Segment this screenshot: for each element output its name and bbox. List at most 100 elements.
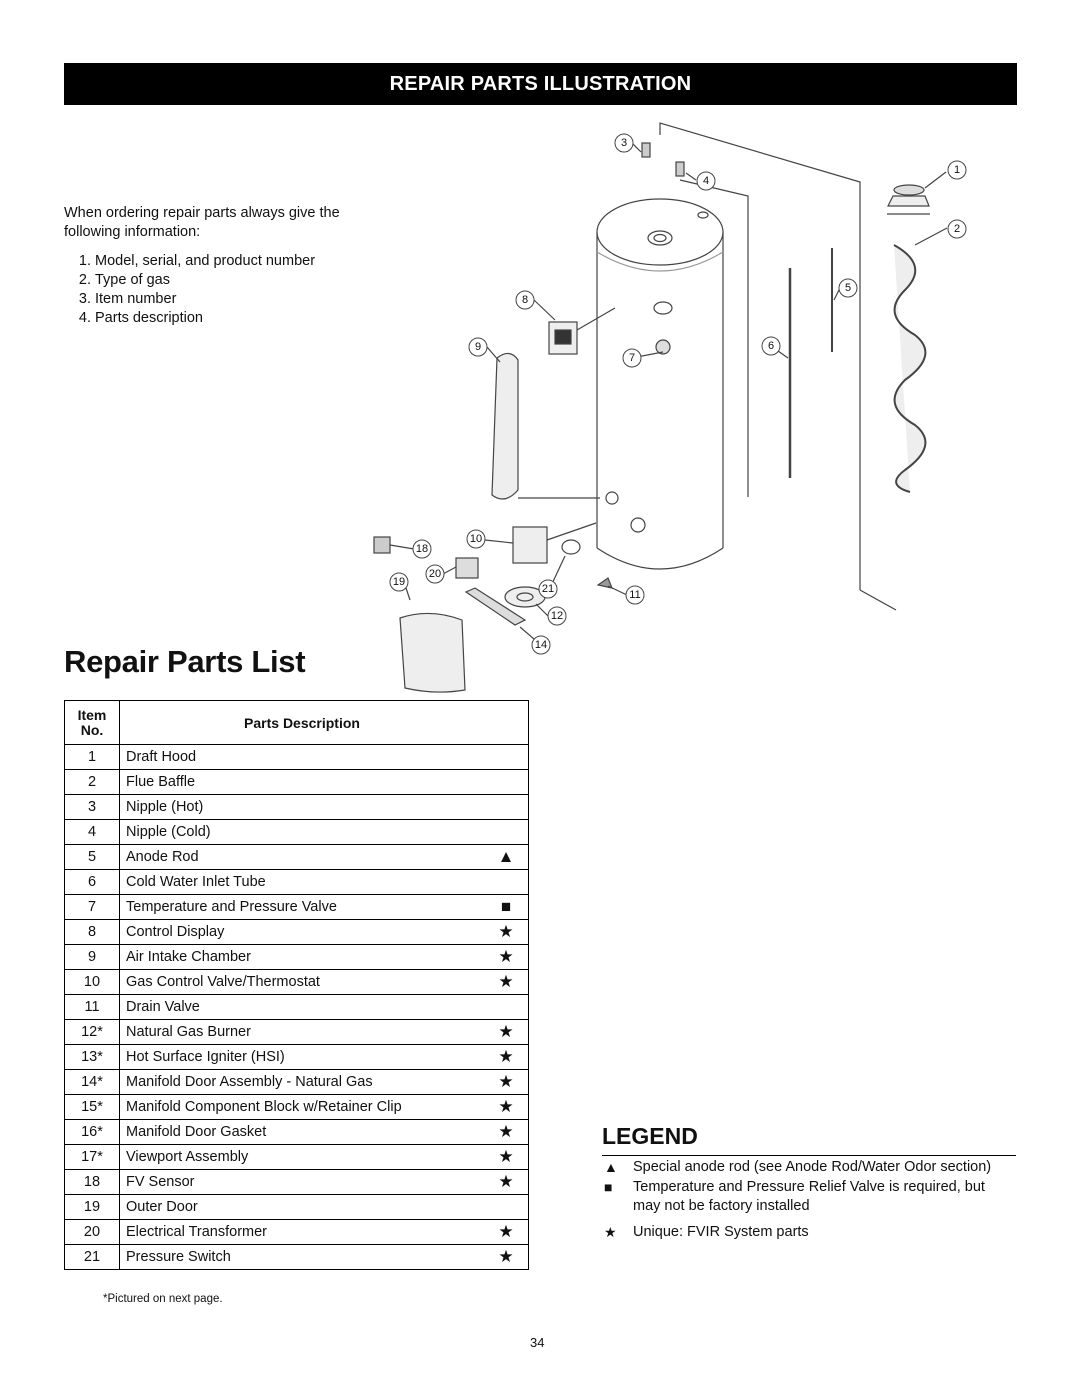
legend-entry: ■ Temperature and Pressure Relief Valve … <box>602 1178 1016 1216</box>
info-item: Type of gas <box>95 271 354 290</box>
item-number: 12* <box>64 1019 120 1045</box>
callout-5 <box>838 278 858 298</box>
item-number: 1 <box>64 744 120 770</box>
table-row: 14*Manifold Door Assembly - Natural Gas★ <box>64 1069 529 1095</box>
part-symbol: ★ <box>484 1094 529 1120</box>
callout-label: 14 <box>535 639 547 651</box>
part-symbol: ★ <box>484 1219 529 1245</box>
part-description: Manifold Door Gasket <box>119 1119 484 1145</box>
part-symbol <box>484 819 529 845</box>
ordering-instructions: When ordering repair parts always give t… <box>64 204 354 328</box>
part-symbol: ★ <box>484 1069 529 1095</box>
legend-text: Unique: FVIR System parts <box>633 1224 809 1240</box>
part-description: Hot Surface Igniter (HSI) <box>119 1044 484 1070</box>
table-row: 15*Manifold Component Block w/Retainer C… <box>64 1094 529 1120</box>
part-symbol <box>484 1194 529 1220</box>
table-row: 12*Natural Gas Burner★ <box>64 1019 529 1045</box>
callout-label: 9 <box>475 341 481 353</box>
part-description: FV Sensor <box>119 1169 484 1195</box>
footnote: *Pictured on next page. <box>103 1293 223 1305</box>
callout-14 <box>531 635 551 655</box>
item-number: 20 <box>64 1219 120 1245</box>
part-description: Anode Rod <box>119 844 484 870</box>
callout-6 <box>761 336 781 356</box>
callout-11 <box>625 585 645 605</box>
callout-label: 21 <box>542 583 554 595</box>
part-symbol <box>484 869 529 895</box>
part-symbol: ★ <box>484 919 529 945</box>
bracket-line-outer <box>659 122 861 590</box>
item-number: 3 <box>64 794 120 820</box>
callout-1 <box>947 160 967 180</box>
part-symbol: ★ <box>484 1044 529 1070</box>
part-symbol: ★ <box>484 1169 529 1195</box>
item-number: 21 <box>64 1244 120 1270</box>
item-number: 10 <box>64 969 120 995</box>
callout-3 <box>614 133 634 153</box>
square-icon: ■ <box>604 1179 613 1195</box>
callout-18 <box>412 539 432 559</box>
legend-text: Special anode rod (see Anode Rod/Water O… <box>633 1159 992 1175</box>
item-number: 15* <box>64 1094 120 1120</box>
part-symbol: ★ <box>484 1144 529 1170</box>
info-item: Model, serial, and product number <box>95 252 354 271</box>
item-number: 5 <box>64 844 120 870</box>
legend: ▲ Special anode rod (see Anode Rod/Water… <box>602 1158 1016 1243</box>
item-number: 9 <box>64 944 120 970</box>
callout-label: 4 <box>703 175 709 187</box>
item-number: 2 <box>64 769 120 795</box>
item-number: 13* <box>64 1044 120 1070</box>
part-symbol <box>484 994 529 1020</box>
part-symbol: ★ <box>484 969 529 995</box>
legend-title: LEGEND <box>602 1123 698 1149</box>
callout-21 <box>538 579 558 599</box>
legend-entry: ▲ Special anode rod (see Anode Rod/Water… <box>602 1158 1016 1177</box>
symbol-header <box>484 700 529 745</box>
item-number: 18 <box>64 1169 120 1195</box>
part-symbol <box>484 794 529 820</box>
tank-top <box>596 198 724 266</box>
part-description: Draft Hood <box>119 744 484 770</box>
part-description: Nipple (Hot) <box>119 794 484 820</box>
part-description: Viewport Assembly <box>119 1144 484 1170</box>
callout-9 <box>468 337 488 357</box>
callout-label: 19 <box>393 576 405 588</box>
table-row: 16*Manifold Door Gasket★ <box>64 1119 529 1145</box>
table-row: 17*Viewport Assembly★ <box>64 1144 529 1170</box>
legend-entry: ★ Unique: FVIR System parts <box>602 1223 1016 1242</box>
star-icon: ★ <box>604 1224 617 1240</box>
item-number: 14* <box>64 1069 120 1095</box>
info-item: Item number <box>95 290 354 309</box>
callout-label: 10 <box>470 533 482 545</box>
item-number: 8 <box>64 919 120 945</box>
parts-list-title: Repair Parts List <box>64 644 306 679</box>
part-description: Cold Water Inlet Tube <box>119 869 484 895</box>
callout-label: 8 <box>522 294 528 306</box>
callout-2 <box>947 219 967 239</box>
callout-8 <box>515 290 535 310</box>
part-description: Pressure Switch <box>119 1244 484 1270</box>
item-number: 19 <box>64 1194 120 1220</box>
callout-7 <box>622 348 642 368</box>
item-number: 11 <box>64 994 120 1020</box>
legend-text: Temperature and Pressure Relief Valve is… <box>633 1179 985 1214</box>
part-description: Temperature and Pressure Valve <box>119 894 484 920</box>
part-description: Manifold Door Assembly - Natural Gas <box>119 1069 484 1095</box>
callout-4 <box>696 171 716 191</box>
callout-label: 7 <box>629 352 635 364</box>
part-description: Electrical Transformer <box>119 1219 484 1245</box>
callout-label: 5 <box>845 282 851 294</box>
